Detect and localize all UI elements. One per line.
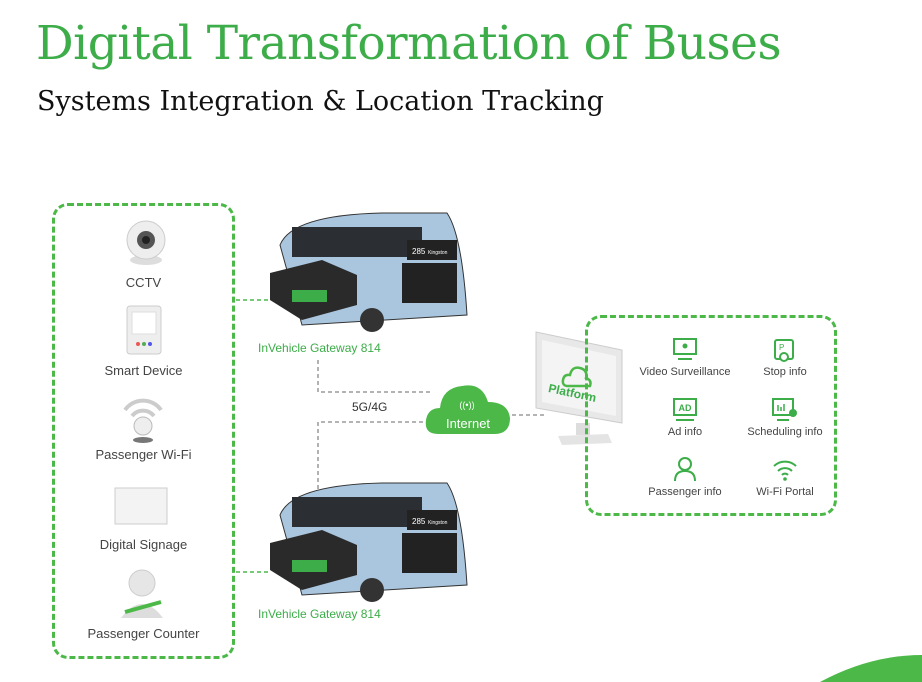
device-label: CCTV: [125, 275, 162, 290]
gateway-label: InVehicle Gateway 814: [258, 341, 381, 355]
devices-panel: CCTV Smart Device Passenger Wi-Fi Digita…: [52, 203, 235, 659]
ad-icon: AD: [673, 398, 697, 421]
smart-device-icon: [126, 305, 162, 355]
service-label: Wi-Fi Portal: [756, 486, 814, 498]
service-label: Scheduling info: [747, 426, 823, 438]
antenna-icon: ((•)): [459, 400, 474, 410]
svg-text:P: P: [779, 343, 784, 352]
corner-decoration: [820, 655, 922, 682]
page-subtitle: Systems Integration & Location Tracking: [37, 86, 604, 117]
device-label: Passenger Counter: [87, 626, 200, 641]
service-label: Ad info: [667, 426, 703, 438]
svg-text:AD: AD: [679, 403, 692, 413]
service-label: Video Surveillance: [639, 366, 731, 378]
services-panel: Video Surveillance P Stop info AD Ad inf…: [585, 315, 837, 516]
internet-label: Internet: [445, 416, 491, 431]
service-label: Stop info: [763, 366, 807, 378]
service-video-surveillance: Video Surveillance: [630, 338, 740, 378]
service-ad-info: AD Ad info: [630, 398, 740, 438]
wifi-icon: [773, 460, 797, 481]
platform-monitor-icon: [535, 331, 623, 445]
service-label: Passenger info: [648, 486, 722, 498]
bus-destination: Kingston: [428, 520, 448, 526]
video-surveillance-icon: [673, 338, 697, 360]
passenger-icon: [674, 457, 696, 482]
bus-with-gateway-bottom: 285 Kingston: [262, 475, 472, 605]
device-label: Passenger Wi-Fi: [95, 447, 192, 462]
stop-info-icon: P: [774, 339, 794, 362]
bus-icon: 285 Kingston: [270, 212, 468, 332]
bus-with-gateway-top: 285 Kingston: [262, 205, 472, 335]
page-title: Digital Transformation of Buses: [36, 16, 782, 71]
cctv-camera-icon: [126, 220, 166, 265]
device-label: Digital Signage: [99, 537, 188, 552]
gateway-label: InVehicle Gateway 814: [258, 607, 381, 621]
service-stop-info: P Stop info: [730, 338, 840, 378]
service-passenger-info: Passenger info: [630, 456, 740, 498]
scheduling-icon: [772, 398, 797, 421]
bus-icon: 285 Kingston: [270, 482, 468, 602]
bus-route-number: 285: [412, 517, 426, 526]
wifi-router-icon: [123, 398, 163, 443]
service-wifi-portal: Wi-Fi Portal: [730, 456, 840, 498]
link-label: 5G/4G: [352, 400, 388, 414]
service-scheduling-info: Scheduling info: [730, 398, 840, 438]
passenger-counter-icon: [121, 569, 163, 618]
bus-route-number: 285: [412, 247, 426, 256]
bus-destination: Kingston: [428, 250, 448, 256]
internet-cloud-icon: ((•)): [425, 385, 510, 434]
device-label: Smart Device: [104, 363, 183, 378]
digital-signage-icon: [114, 487, 168, 525]
